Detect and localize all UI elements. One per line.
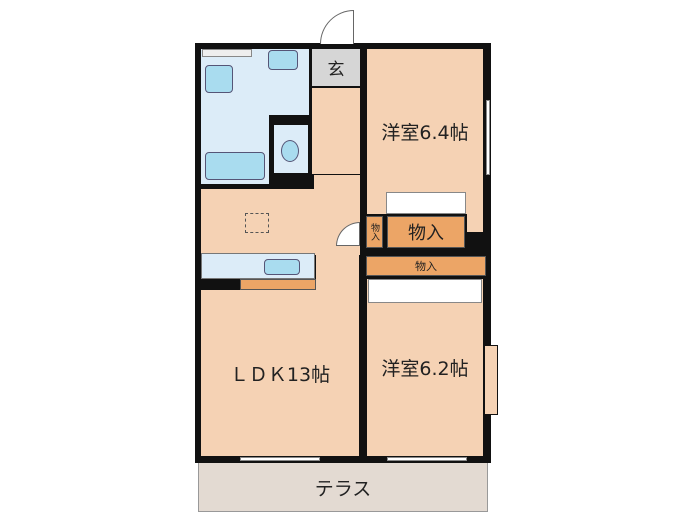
window[interactable] [387,457,467,461]
closet-strip-label: 物入 [415,260,437,273]
ldk-upper [316,253,359,291]
window[interactable] [486,100,490,175]
kitchen-cabinet [240,279,316,290]
closet-main-label: 物入 [408,223,444,244]
western-room-2: 洋室6.2帖 [367,279,483,456]
closet-doors[interactable] [386,192,466,214]
washing-machine-icon [268,50,298,70]
terrace-label: テラス [314,477,372,500]
washbasin-icon [205,65,233,93]
bay-window[interactable] [484,345,498,415]
toilet-icon [281,140,299,162]
closet-main: 物入 [387,216,465,248]
room-1-corner [467,214,483,232]
hallway [312,88,360,174]
closet-small: 物入 [366,216,383,248]
kitchen-wall [199,279,240,284]
closet-doors[interactable] [368,279,482,303]
western-room-1: 洋室6.4帖 [367,49,483,214]
storage-shelf-icon [202,49,252,57]
ldk: ＬＤＫ13帖 [201,290,359,456]
terrace: テラス [198,462,488,512]
entrance: 玄 [312,49,360,86]
bathtub-icon [205,152,265,180]
entrance-label: 玄 [327,60,345,80]
closet-small-label: 物入 [369,223,379,241]
ldk-label: ＬＤＫ13帖 [229,363,331,386]
western-room-2-label: 洋室6.2帖 [381,358,469,380]
window[interactable] [240,457,320,461]
closet-strip: 物入 [366,256,486,276]
ventilation-icon [245,213,269,233]
front-door[interactable] [320,10,354,44]
sink-icon [264,259,300,275]
western-room-1-label: 洋室6.4帖 [381,122,469,144]
